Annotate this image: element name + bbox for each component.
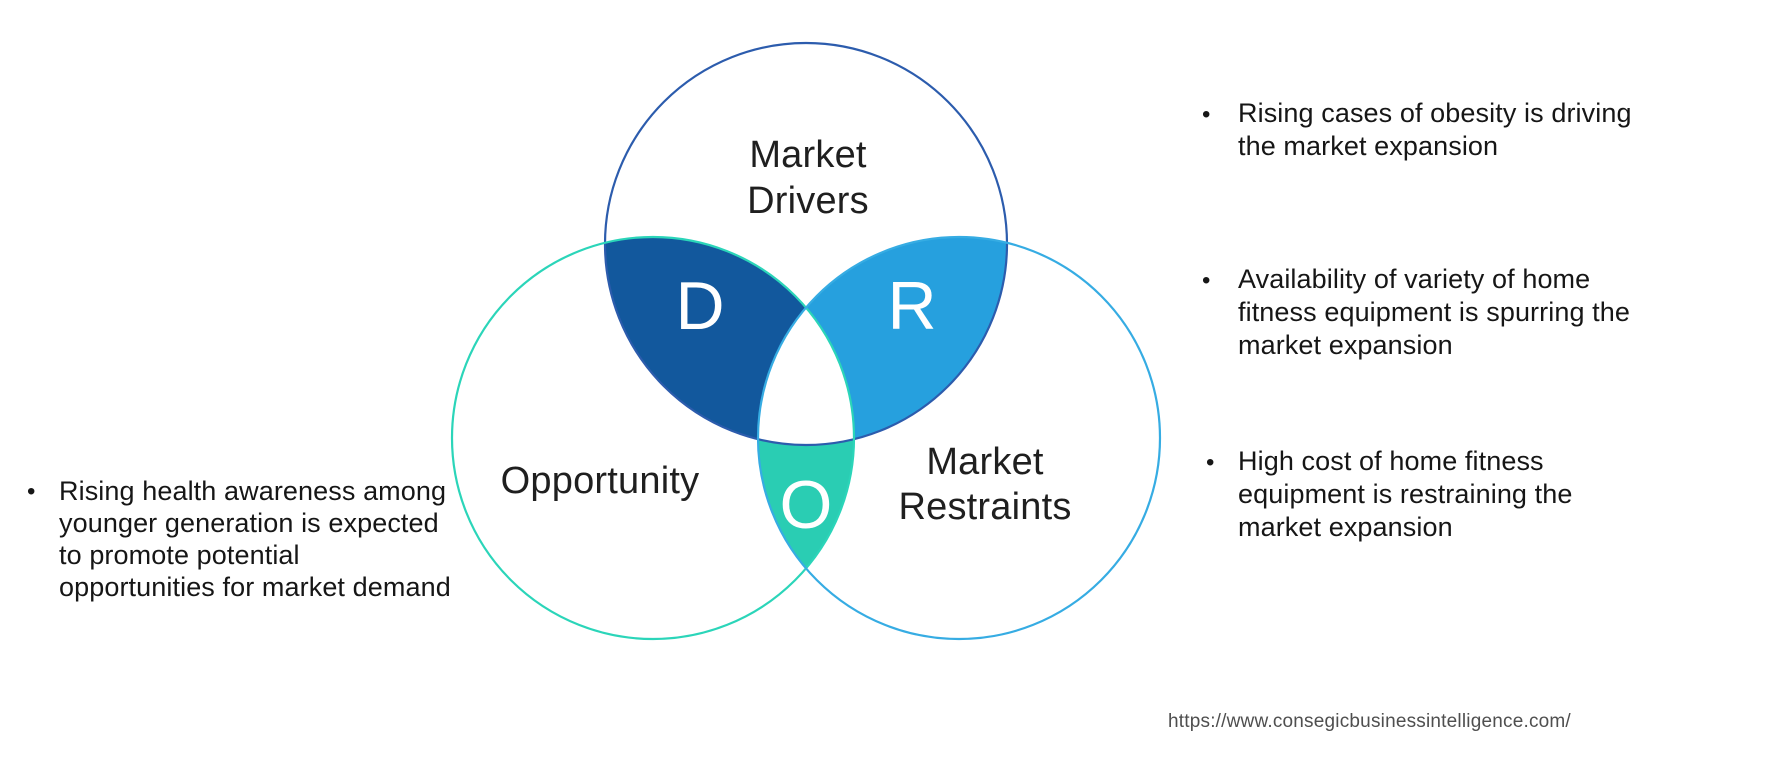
- opportunity-note: • Rising health awareness among younger …: [27, 475, 455, 603]
- driver-note-2-text: Availability of variety of home fitness …: [1238, 264, 1631, 360]
- restraints-label: Market Restraints: [898, 441, 1072, 528]
- bullet-icon: •: [1202, 267, 1211, 294]
- source-url: https://www.consegicbusinessintelligence…: [1168, 711, 1571, 732]
- restraints-letter: R: [887, 268, 937, 344]
- restraint-note: • High cost of home fitness equipment is…: [1206, 445, 1610, 544]
- opportunity-letter: O: [779, 467, 833, 543]
- opportunity-label: Opportunity: [500, 460, 700, 502]
- driver-note-2: • Availability of variety of home fitnes…: [1202, 263, 1672, 362]
- driver-note-1-text: Rising cases of obesity is driving the m…: [1238, 98, 1632, 161]
- driver-note-1: • Rising cases of obesity is driving the…: [1202, 97, 1672, 163]
- bullet-icon: •: [1202, 101, 1211, 128]
- bullet-icon: •: [27, 478, 36, 505]
- drivers-letter: D: [675, 268, 725, 344]
- drivers-label: Market Drivers: [747, 134, 869, 222]
- restraints-circle: [756, 235, 1162, 641]
- restraint-note-text: High cost of home fitness equipment is r…: [1238, 446, 1573, 542]
- bullet-icon: •: [1206, 449, 1215, 476]
- opportunity-circle: [450, 235, 856, 641]
- drivers-circle: [603, 41, 1009, 447]
- opportunity-note-text: Rising health awareness among younger ge…: [59, 476, 451, 602]
